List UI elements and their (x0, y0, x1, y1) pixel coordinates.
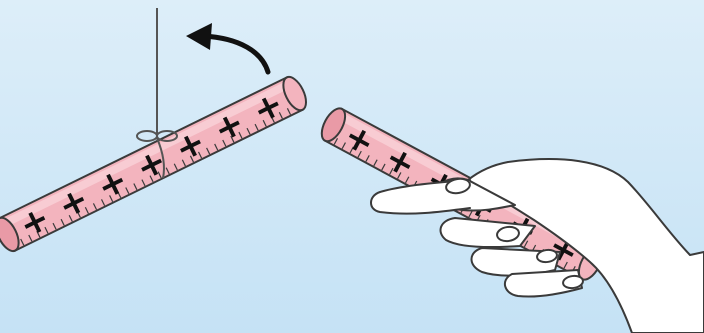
rod-tick-mark (117, 191, 122, 199)
rod-tick-mark (52, 222, 57, 230)
rod-tick-mark (397, 172, 402, 179)
rod-tick-mark (92, 203, 98, 210)
rod-tick-mark (84, 207, 89, 214)
rod-tick-mark (254, 123, 259, 131)
rod-tick-mark (100, 199, 106, 206)
rod-tick-mark (270, 115, 275, 123)
string-bow (136, 130, 178, 179)
rod-tick-mark (381, 163, 386, 171)
suspended-rod: +++++++ (0, 75, 307, 253)
rod-tick-mark (341, 142, 346, 150)
rod-tick-mark (44, 226, 49, 234)
rod-tick-mark (357, 150, 362, 158)
rod-tick-mark (189, 155, 195, 163)
rod-tick-mark (109, 195, 114, 202)
rod-tick-mark (141, 179, 146, 187)
curved-arrow-icon (186, 23, 271, 75)
rod-tick-mark (181, 159, 186, 167)
rod-tick-mark (563, 261, 568, 269)
rod-tick-mark (214, 143, 219, 151)
rod-tick-mark (149, 175, 154, 183)
rod-tick-mark (230, 135, 235, 143)
rod-tick-mark (165, 167, 170, 175)
rod-tick-mark (28, 234, 33, 242)
rod-tick-mark (60, 218, 65, 226)
rod-tick-mark (133, 183, 138, 191)
rod-tick-mark (222, 139, 227, 147)
rod-tick-mark (349, 146, 354, 154)
rod-tick-mark (278, 112, 283, 119)
rod-tick-mark (286, 108, 292, 115)
rod-tick-mark (262, 119, 267, 127)
rod-tick-mark (238, 131, 243, 139)
rod-tick-mark (373, 159, 378, 167)
rod-tick-mark (68, 214, 73, 222)
rod-tick-mark (36, 230, 41, 238)
rod-tick-mark (389, 167, 394, 175)
rod-tick-mark (468, 210, 473, 218)
rod-tick-mark (20, 238, 25, 246)
hand-icon (370, 158, 704, 333)
rod-tick-mark (125, 187, 130, 195)
rod-tick-mark (76, 210, 81, 218)
rod-tick-mark (523, 240, 529, 248)
rod-tick-mark (157, 171, 162, 179)
rod-tick-mark (206, 147, 211, 155)
rod-tick-mark (173, 163, 178, 171)
rod-tick-mark (197, 151, 203, 159)
rod-tick-mark (404, 176, 410, 184)
rod-tick-mark (365, 155, 370, 162)
rod-tick-mark (333, 138, 339, 145)
rod-tick-mark (246, 127, 251, 135)
